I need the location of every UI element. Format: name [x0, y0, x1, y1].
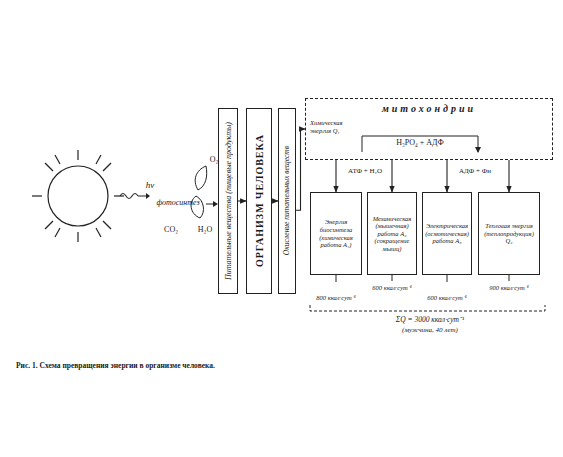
- flow-arrow: [508, 160, 509, 192]
- cycle-line: [362, 136, 478, 152]
- flow-arrow: [391, 160, 392, 192]
- tick-line: [447, 275, 448, 282]
- node-text: Энергия биосинтеза (химическая работа А₁…: [313, 218, 359, 248]
- sun-ray: [77, 232, 78, 242]
- sun-ray: [103, 221, 111, 229]
- organism-band: ОРГАНИЗМ ЧЕЛОВЕКА: [246, 108, 272, 294]
- flow-arrow: [296, 129, 305, 210]
- sun-ray: [114, 195, 124, 196]
- energy-value: 600 ккал·сут⁻¹: [362, 284, 422, 291]
- flow-arrow: [272, 200, 278, 201]
- sun-ray: [55, 228, 60, 237]
- formula-label: H₂O: [194, 226, 216, 235]
- formula-label: CO₂: [160, 226, 182, 235]
- photosynthesis-arrow: [206, 204, 214, 205]
- oxidation-band: Окисление питательных веществ: [278, 108, 296, 294]
- mitochondria-box: митохондрииХимическая энергия Q₁: [305, 98, 553, 160]
- sun-disc: [48, 166, 108, 226]
- flow-arrow: [446, 160, 447, 192]
- formula-label: АТФ + H₂O: [342, 168, 388, 176]
- tick-line: [392, 275, 393, 281]
- node-text: Механическая (мышечная) работа А₂ (сокра…: [370, 215, 414, 253]
- formula-label: hν: [140, 181, 160, 191]
- formula-label: фотосинтез: [150, 199, 206, 208]
- light-wave: [120, 194, 146, 199]
- flow-arrow: [238, 200, 246, 201]
- sun-ray: [96, 228, 101, 237]
- process-box: Тепловая энергия (теплопродукция) Q₂: [478, 192, 540, 275]
- sum-bracket: [310, 305, 545, 311]
- process-box: Энергия биосинтеза (химическая работа А₁…: [310, 192, 362, 275]
- input-band: Питательные вещества (пищевые продукты): [218, 108, 238, 294]
- sun-ray: [32, 195, 42, 196]
- arrow-head: [475, 147, 481, 153]
- sun-ray: [103, 163, 111, 171]
- formula-label: O₂: [206, 156, 222, 165]
- formula-label: АДФ + Фн: [452, 168, 498, 176]
- sun-ray: [45, 163, 53, 171]
- energy-value: 900 ккал·сут⁻¹: [479, 284, 539, 291]
- tick-line: [336, 275, 337, 282]
- output-ticks: [336, 275, 509, 282]
- sun-ray: [77, 150, 78, 160]
- node-text: ОРГАНИЗМ ЧЕЛОВЕКА: [254, 134, 265, 267]
- figure-caption: Рис. 1. Схема превращения энергии в орга…: [16, 362, 436, 370]
- node-subtext: Химическая энергия Q₁: [310, 119, 360, 134]
- process-box: Электрическая (осмотическая) работа А₃: [422, 192, 472, 275]
- node-text: Окисление питательных веществ: [283, 146, 292, 255]
- formula-label: H₃PO₄ + АДФ: [380, 139, 460, 148]
- sun-symbol: [32, 150, 124, 242]
- node-text: Электрическая (осмотическая) работа А₃: [425, 222, 469, 245]
- node-text: митохондрии: [306, 103, 552, 114]
- energy-value: 800 ккал·сут⁻¹: [306, 294, 366, 301]
- sun-ray: [45, 221, 53, 229]
- energy-value: ΣQ = 3000 ккал·сут⁻¹: [370, 316, 490, 324]
- sun-ray: [96, 155, 101, 164]
- flow-arrow: [335, 160, 336, 192]
- node-text: Тепловая энергия (теплопродукция) Q₂: [481, 222, 537, 245]
- process-box: Механическая (мышечная) работа А₂ (сокра…: [367, 192, 417, 275]
- arrow-head: [146, 193, 150, 199]
- tick-line: [509, 275, 510, 281]
- node-text: Питательные вещества (пищевые продукты): [224, 122, 233, 280]
- energy-value: (мужчина, 40 лет): [380, 327, 480, 335]
- sun-ray: [55, 155, 60, 164]
- leaf-symbol: [195, 166, 207, 190]
- energy-value: 600 ккал·сут⁻¹: [417, 294, 477, 301]
